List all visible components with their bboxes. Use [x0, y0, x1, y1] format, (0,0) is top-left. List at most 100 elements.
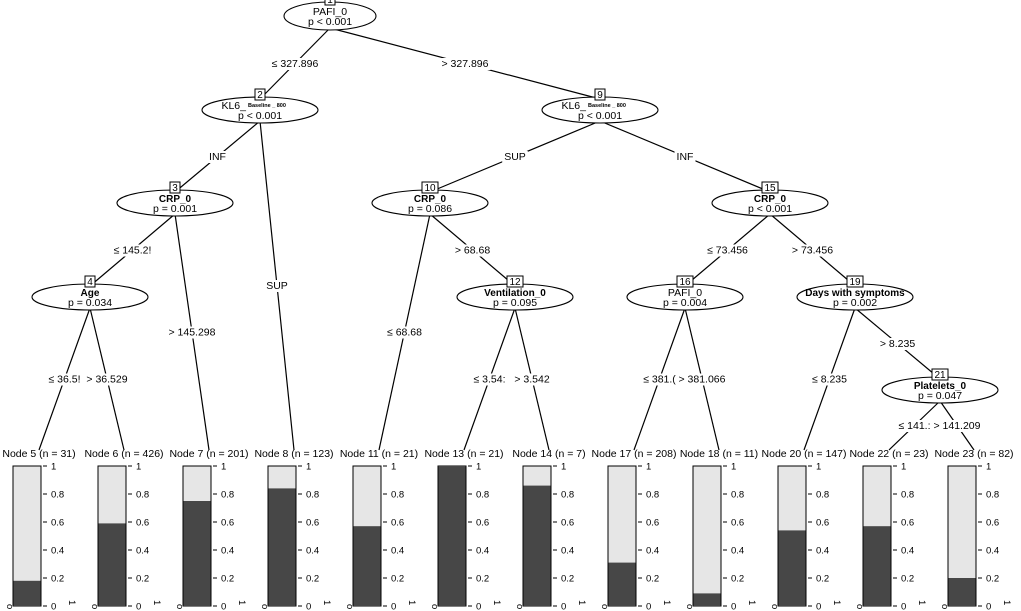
axis-tick-label: 0.8 [221, 490, 234, 501]
bar-bottom-label: o [429, 604, 440, 609]
node-variable: PAFI_0 [313, 6, 347, 18]
bar-side-label: 1 [746, 600, 757, 605]
node-id-box [421, 181, 439, 194]
axis-tick-label: 0.6 [561, 518, 574, 529]
axis-tick-label: 1 [476, 462, 481, 473]
bar-bottom-label: o [684, 604, 695, 609]
node-variable: Age [81, 288, 100, 299]
axis-tick-label: 0.2 [136, 574, 149, 585]
leaf-bar-fill [353, 526, 381, 606]
edge-label-10-12: > 68.68 [455, 245, 490, 257]
edge-label-12-14: > 3.542 [514, 374, 549, 386]
leaf-bar-fill [523, 485, 551, 606]
axis-tick-label: 0.2 [561, 574, 574, 585]
leaf-bar-fill [438, 466, 466, 606]
node-id: 4 [87, 277, 93, 288]
node-p-value: p = 0.002 [833, 297, 877, 309]
leaf-bar-fill [13, 580, 41, 606]
node-id-box [169, 181, 181, 194]
bar-side-label: 1 [831, 600, 842, 605]
edge-label-2-3: INF [209, 151, 226, 163]
bar-bottom-label: o [259, 604, 270, 609]
node-variable: CRP_0 [159, 194, 192, 205]
leaf-bar-fill [268, 488, 296, 606]
edge-label-1-2: ≤ 327.896 [272, 58, 319, 70]
axis-tick-label: 0.6 [646, 518, 659, 529]
axis-tick-label: 0 [306, 602, 311, 611]
leaf-bar-fill [98, 523, 126, 606]
axis-tick-label: 1 [51, 462, 56, 473]
axis-tick-label: 0.8 [306, 490, 319, 501]
axis-tick-label: 0.6 [986, 518, 999, 529]
leaf-label: Node 20 (n = 147) [762, 448, 847, 460]
edge-label-3-4: ≤ 145.2! [114, 245, 152, 257]
node-id-box [931, 368, 949, 381]
bar-bottom-label: o [4, 604, 15, 609]
axis-tick-label: 1 [731, 462, 736, 473]
axis-tick-label: 1 [901, 462, 906, 473]
axis-tick-label: 1 [646, 462, 651, 473]
edge-label-21-22: ≤ 141.: [898, 420, 930, 432]
axis-tick-label: 0 [816, 602, 821, 611]
axis-tick-label: 0.8 [136, 490, 149, 501]
bar-bottom-label: o [599, 604, 610, 609]
bar-bottom-label: o [939, 604, 950, 609]
node-id-box [84, 275, 96, 288]
bar-side-label: 1 [576, 600, 587, 605]
node-id-box [846, 275, 864, 288]
node-id-box [324, 0, 336, 6]
axis-tick-label: 0 [646, 602, 651, 611]
axis-tick-label: 0.8 [646, 490, 659, 501]
node-id: 2 [257, 90, 263, 101]
edge-label-9-15: INF [677, 151, 694, 163]
bar-side-label: 1 [1001, 600, 1012, 605]
axis-tick-label: 0.2 [731, 574, 744, 585]
axis-tick-label: 0.4 [51, 546, 64, 557]
node-p-value: p = 0.001 [153, 203, 197, 215]
axis-tick-label: 0.2 [51, 574, 64, 585]
axis-tick-label: 0.4 [816, 546, 829, 557]
node-variable: CRP_0 [414, 194, 447, 205]
axis-tick-label: 0.8 [561, 490, 574, 501]
edge-label-15-19: > 73.456 [792, 245, 833, 257]
bar-bottom-label: o [174, 604, 185, 609]
node-variable: KL6_ [561, 100, 586, 112]
leaf-bar-fill [183, 501, 211, 606]
axis-tick-label: 0.8 [731, 490, 744, 501]
node-id: 1 [327, 0, 333, 6]
leaf-bar-background [692, 465, 722, 607]
axis-tick-label: 0 [391, 602, 396, 611]
leaf-label: Node 8 (n = 123) [254, 448, 333, 460]
node-variable: CRP_0 [754, 194, 787, 205]
node-id-box [761, 181, 779, 194]
axis-tick-label: 0.4 [561, 546, 574, 557]
axis-tick-label: 0.2 [306, 574, 319, 585]
axis-tick-label: 0.8 [391, 490, 404, 501]
axis-tick-label: 0.6 [731, 518, 744, 529]
leaf-label: Node 11 (n = 21) [340, 448, 418, 460]
node-p-value: p < 0.001 [748, 203, 792, 215]
axis-tick-label: 1 [391, 462, 396, 473]
node-variable: PAFI_0 [668, 287, 702, 299]
edge-label-3-7: > 145.298 [168, 327, 215, 339]
node-id: 19 [849, 277, 861, 288]
axis-tick-label: 0.6 [51, 518, 64, 529]
node-id: 15 [764, 183, 776, 194]
node-id: 21 [934, 370, 946, 381]
axis-tick-label: 0 [986, 602, 991, 611]
leaf-label: Node 7 (n = 201) [169, 448, 248, 460]
node-id-box [254, 88, 266, 101]
node-p-value: p < 0.001 [238, 110, 282, 122]
axis-tick-label: 0.2 [901, 574, 914, 585]
axis-tick-label: 0.6 [901, 518, 914, 529]
edge-label-4-6: > 36.529 [86, 374, 127, 386]
